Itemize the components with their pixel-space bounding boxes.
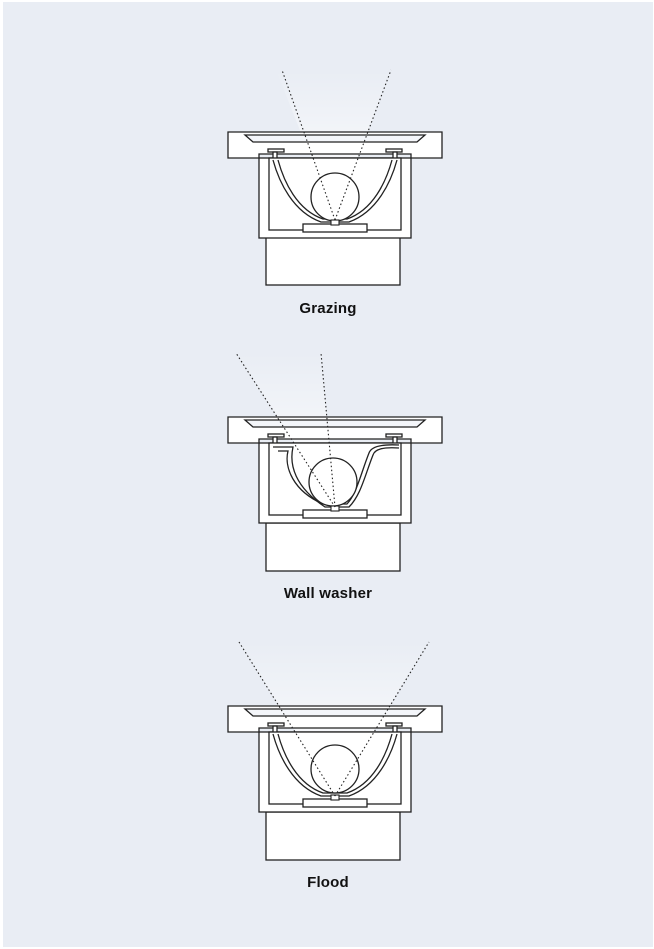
grazing-diagram (227, 69, 443, 286)
reflector (273, 446, 400, 508)
beam-ray-right (320, 352, 336, 508)
led-chip (330, 219, 340, 226)
bulb (310, 744, 360, 794)
caption-grazing: Grazing (299, 300, 357, 317)
lens (243, 708, 427, 717)
bulb (310, 172, 360, 222)
fixture-body (227, 705, 443, 861)
lens (243, 419, 427, 428)
caption-flood: Flood (307, 874, 349, 891)
base-block (265, 811, 401, 861)
beam-ray-right (334, 69, 392, 221)
diagram-panel: Grazing (3, 2, 653, 947)
beam-ray-left (235, 352, 336, 508)
caption-wall-washer: Wall washer (283, 585, 373, 602)
base-block (265, 236, 401, 286)
base-block (265, 522, 401, 572)
fixture-wall-washer (3, 347, 653, 647)
fixture-flood (3, 634, 653, 934)
fixture-grazing (3, 62, 653, 362)
lens (243, 134, 427, 143)
flood-diagram (227, 641, 443, 861)
wall-washer-diagram (227, 352, 443, 572)
fixture-body (227, 131, 443, 286)
beam-ray-left (281, 69, 336, 221)
